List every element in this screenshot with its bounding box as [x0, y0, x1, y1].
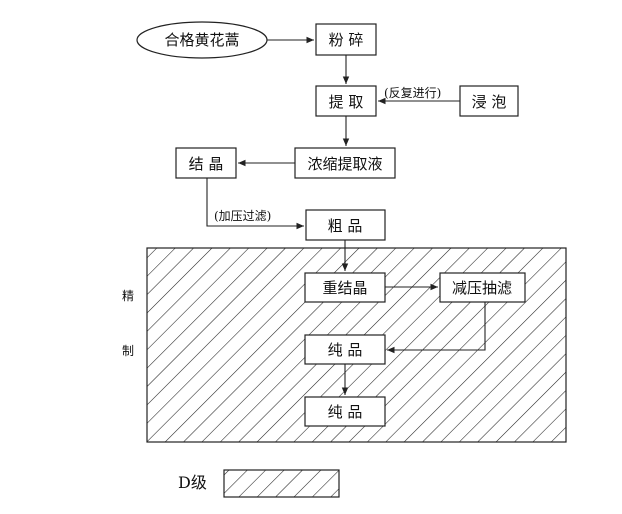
node-pure-2-label: 纯 品 [328, 403, 363, 421]
node-recrystallize-label: 重结晶 [322, 279, 367, 297]
node-recrystallize: 重结晶 [304, 272, 386, 303]
node-concentrate-label: 浓缩提取液 [307, 155, 382, 173]
node-pure-2: 纯 品 [304, 396, 386, 427]
node-vacuum-filter: 减压抽滤 [439, 272, 526, 303]
node-raw-label: 合格黄花蒿 [164, 31, 239, 49]
node-crystallize: 结 晶 [175, 147, 237, 179]
edges [206, 36, 486, 395]
node-pure-1: 纯 品 [304, 334, 386, 365]
legend: D级 [178, 469, 340, 498]
node-soak: 浸 泡 [459, 85, 519, 117]
node-raw: 合格黄花蒿 [136, 21, 268, 59]
node-extract-label: 提 取 [329, 93, 364, 111]
node-crush-label: 粉 碎 [329, 31, 364, 49]
node-pure-1-label: 纯 品 [328, 341, 363, 359]
node-concentrate: 浓缩提取液 [294, 147, 396, 179]
node-crush: 粉 碎 [315, 23, 377, 56]
node-crude-label: 粗 品 [328, 217, 363, 235]
node-vacuum-filter-label: 减压抽滤 [452, 279, 512, 297]
node-crystallize-label: 结 晶 [189, 155, 224, 173]
edge-label-pressure-filter: (加压过滤) [214, 209, 271, 223]
legend-hatch-swatch [223, 469, 340, 498]
node-extract: 提 取 [315, 85, 377, 117]
edge-label-repeat: (反复进行) [384, 86, 441, 100]
region-label-1: 精 [122, 289, 134, 303]
edge-crystallize-crude [206, 178, 304, 230]
edge-filter-pure [387, 302, 486, 354]
region-label-2: 制 [122, 344, 134, 358]
legend-label: D级 [178, 473, 207, 492]
node-soak-label: 浸 泡 [472, 93, 507, 111]
node-crude: 粗 品 [305, 209, 386, 241]
